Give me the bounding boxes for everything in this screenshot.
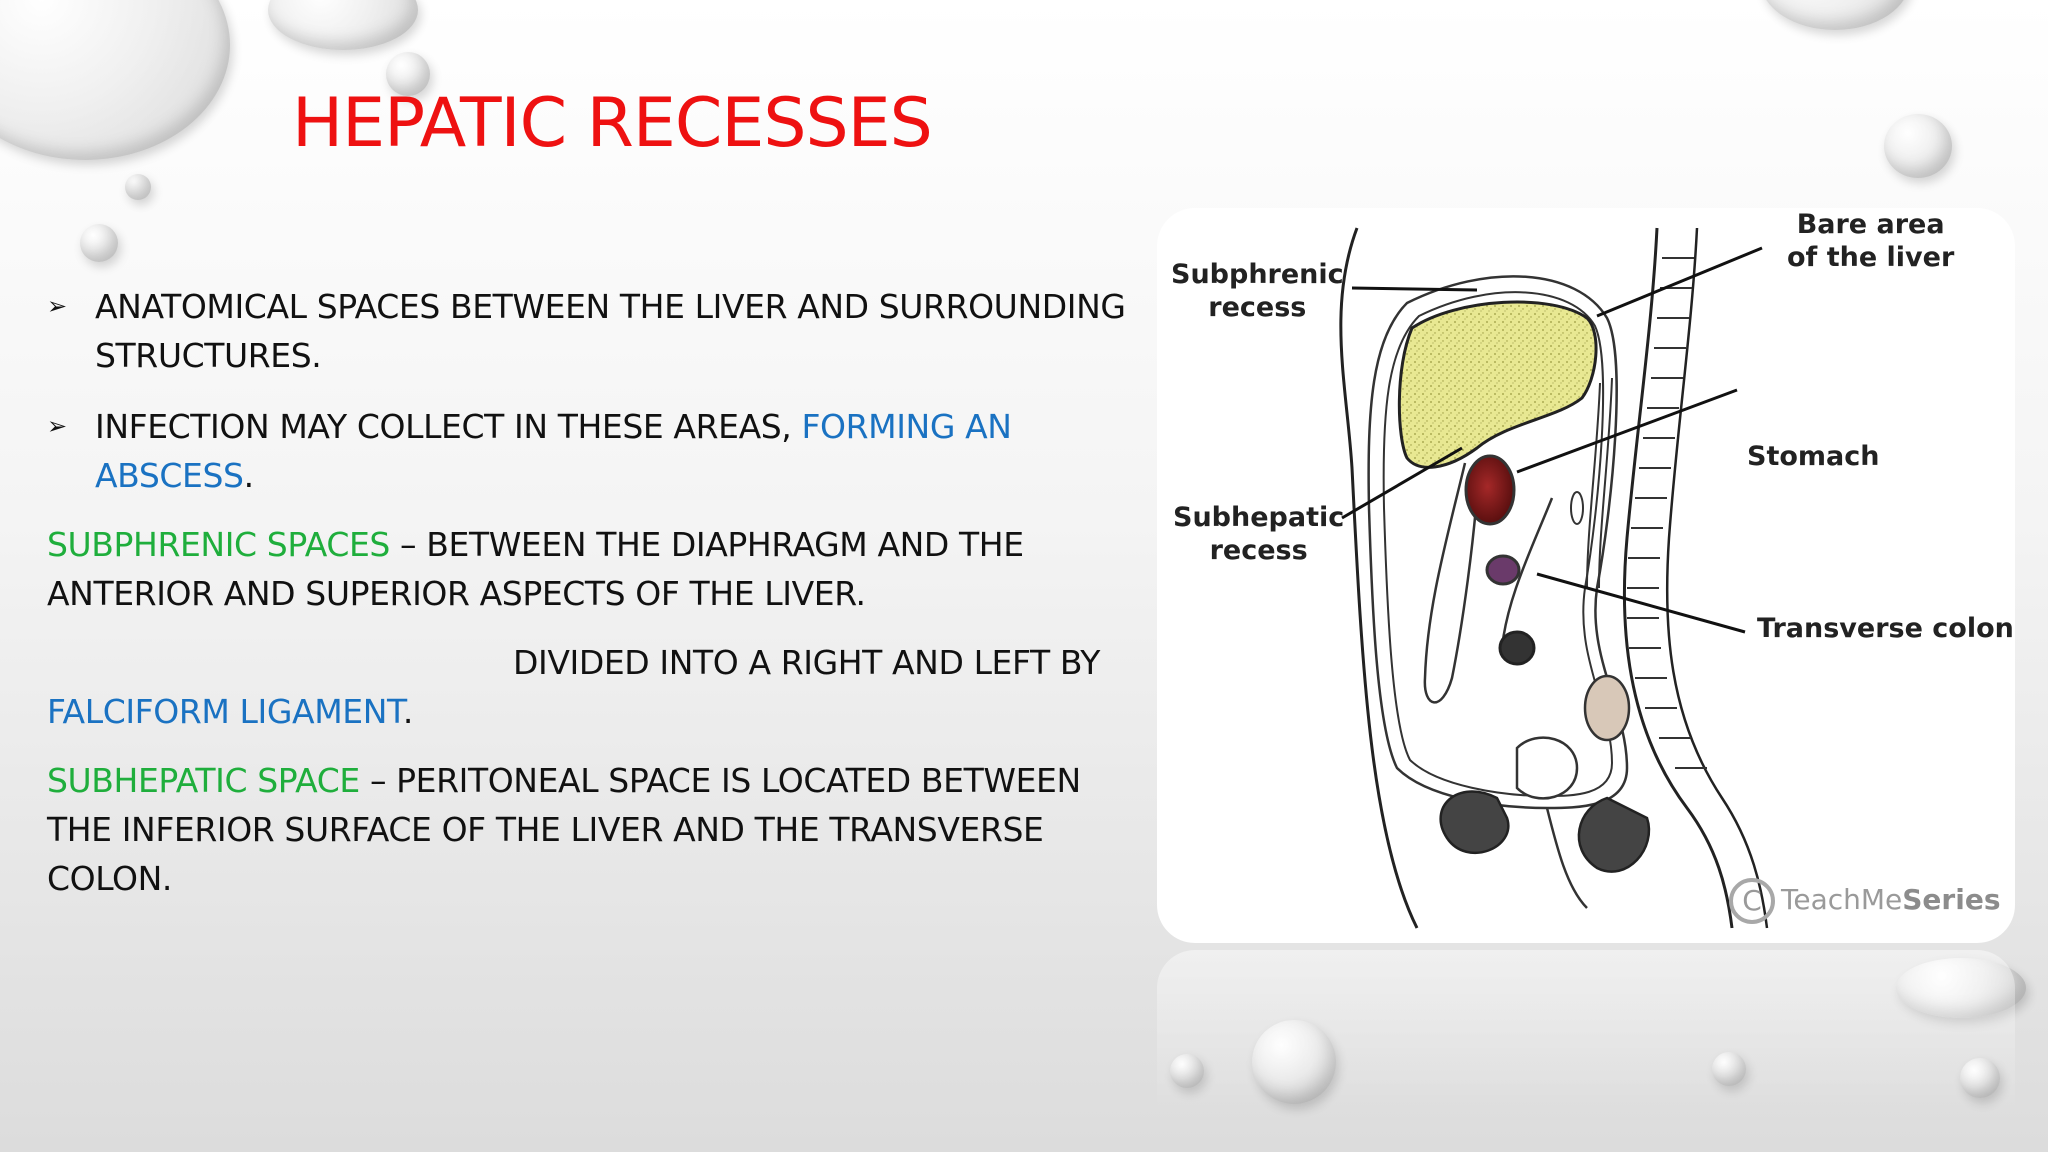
subhepatic-desc: – PERITONEAL SPACE IS LOCATED BETWEEN TH… [47, 761, 1081, 898]
sagittal-abdomen-illustration [1339, 227, 1769, 929]
copyright-icon: C [1729, 878, 1775, 924]
label-bare-area-of-liver: Bare area of the liver [1787, 209, 1955, 273]
water-drop-decoration [1960, 1058, 2000, 1098]
slide-body: ➢ ANATOMICAL SPACES BETWEEN THE LIVER AN… [47, 282, 1147, 903]
label-stomach: Stomach [1747, 441, 1880, 472]
body-outline [1339, 227, 1419, 929]
bullet-trail: . [243, 456, 254, 495]
bowel-loop [1498, 630, 1536, 666]
figure-reflection [1157, 950, 2015, 1152]
bullet-text: INFECTION MAY COLLECT IN THESE AREAS, [95, 407, 802, 446]
water-drop-decoration [1760, 0, 1910, 30]
anatomy-figure: Subphrenic recess Bare area of the liver… [1157, 208, 2015, 943]
water-drop-decoration [0, 0, 230, 160]
falciform-trail: . [402, 692, 413, 731]
subhepatic-term: SUBHEPATIC SPACE [47, 761, 360, 800]
subhepatic-paragraph: SUBHEPATIC SPACE – PERITONEAL SPACE IS L… [47, 756, 1147, 903]
divided-text: DIVIDED INTO A RIGHT AND LEFT BY [513, 643, 1101, 682]
abscess-highlight: FORMING AN ABSCESS [95, 407, 1012, 495]
bullet-text: ANATOMICAL SPACES BETWEEN THE LIVER AND … [95, 287, 1126, 375]
slide-title: HEPATIC RECESSES [292, 84, 933, 163]
peritoneal-lining [1382, 291, 1614, 798]
falciform-ligament-term: FALCIFORM LIGAMENT [47, 692, 403, 731]
bullet-item: ➢ INFECTION MAY COLLECT IN THESE AREAS, … [47, 402, 1147, 500]
arrowhead-bullet-icon: ➢ [47, 292, 67, 320]
liver-shape [1397, 300, 1598, 469]
arrowhead-bullet-icon: ➢ [47, 412, 67, 440]
water-drop-decoration [80, 224, 118, 262]
label-subhepatic-recess: Subhepatic recess [1173, 502, 1345, 566]
transverse-colon-shape [1485, 554, 1521, 586]
water-drop-decoration [1712, 1052, 1746, 1086]
spine-line [1665, 227, 1769, 929]
water-drop-decoration [386, 52, 430, 96]
spine-line [1622, 227, 1734, 929]
water-drop-decoration [125, 174, 151, 200]
subphrenic-desc: – BETWEEN THE DIAPHRAGM AND THE ANTERIOR… [47, 525, 1024, 613]
water-drop-decoration [1252, 1020, 1336, 1104]
water-drop-decoration [1896, 958, 2026, 1018]
falciform-paragraph: DIVIDED INTO A RIGHT AND LEFT BY FALCIFO… [47, 638, 1147, 736]
pelvic-organ [1439, 790, 1510, 855]
vertebrae [1627, 257, 1707, 769]
leader-lines [1341, 246, 1763, 634]
pelvic-organ [1577, 796, 1651, 873]
subphrenic-paragraph: SUBPHRENIC SPACES – BETWEEN THE DIAPHRAG… [47, 520, 1147, 618]
stomach-shape [1464, 454, 1516, 526]
label-subphrenic-recess: Subphrenic recess [1171, 259, 1344, 323]
water-drop-decoration [1884, 114, 1952, 178]
water-drop-decoration [1170, 1054, 1204, 1088]
subphrenic-term: SUBPHRENIC SPACES [47, 525, 390, 564]
label-transverse-colon: Transverse colon [1757, 613, 2014, 644]
bullet-item: ➢ ANATOMICAL SPACES BETWEEN THE LIVER AN… [47, 282, 1147, 380]
water-drop-decoration [268, 0, 418, 50]
